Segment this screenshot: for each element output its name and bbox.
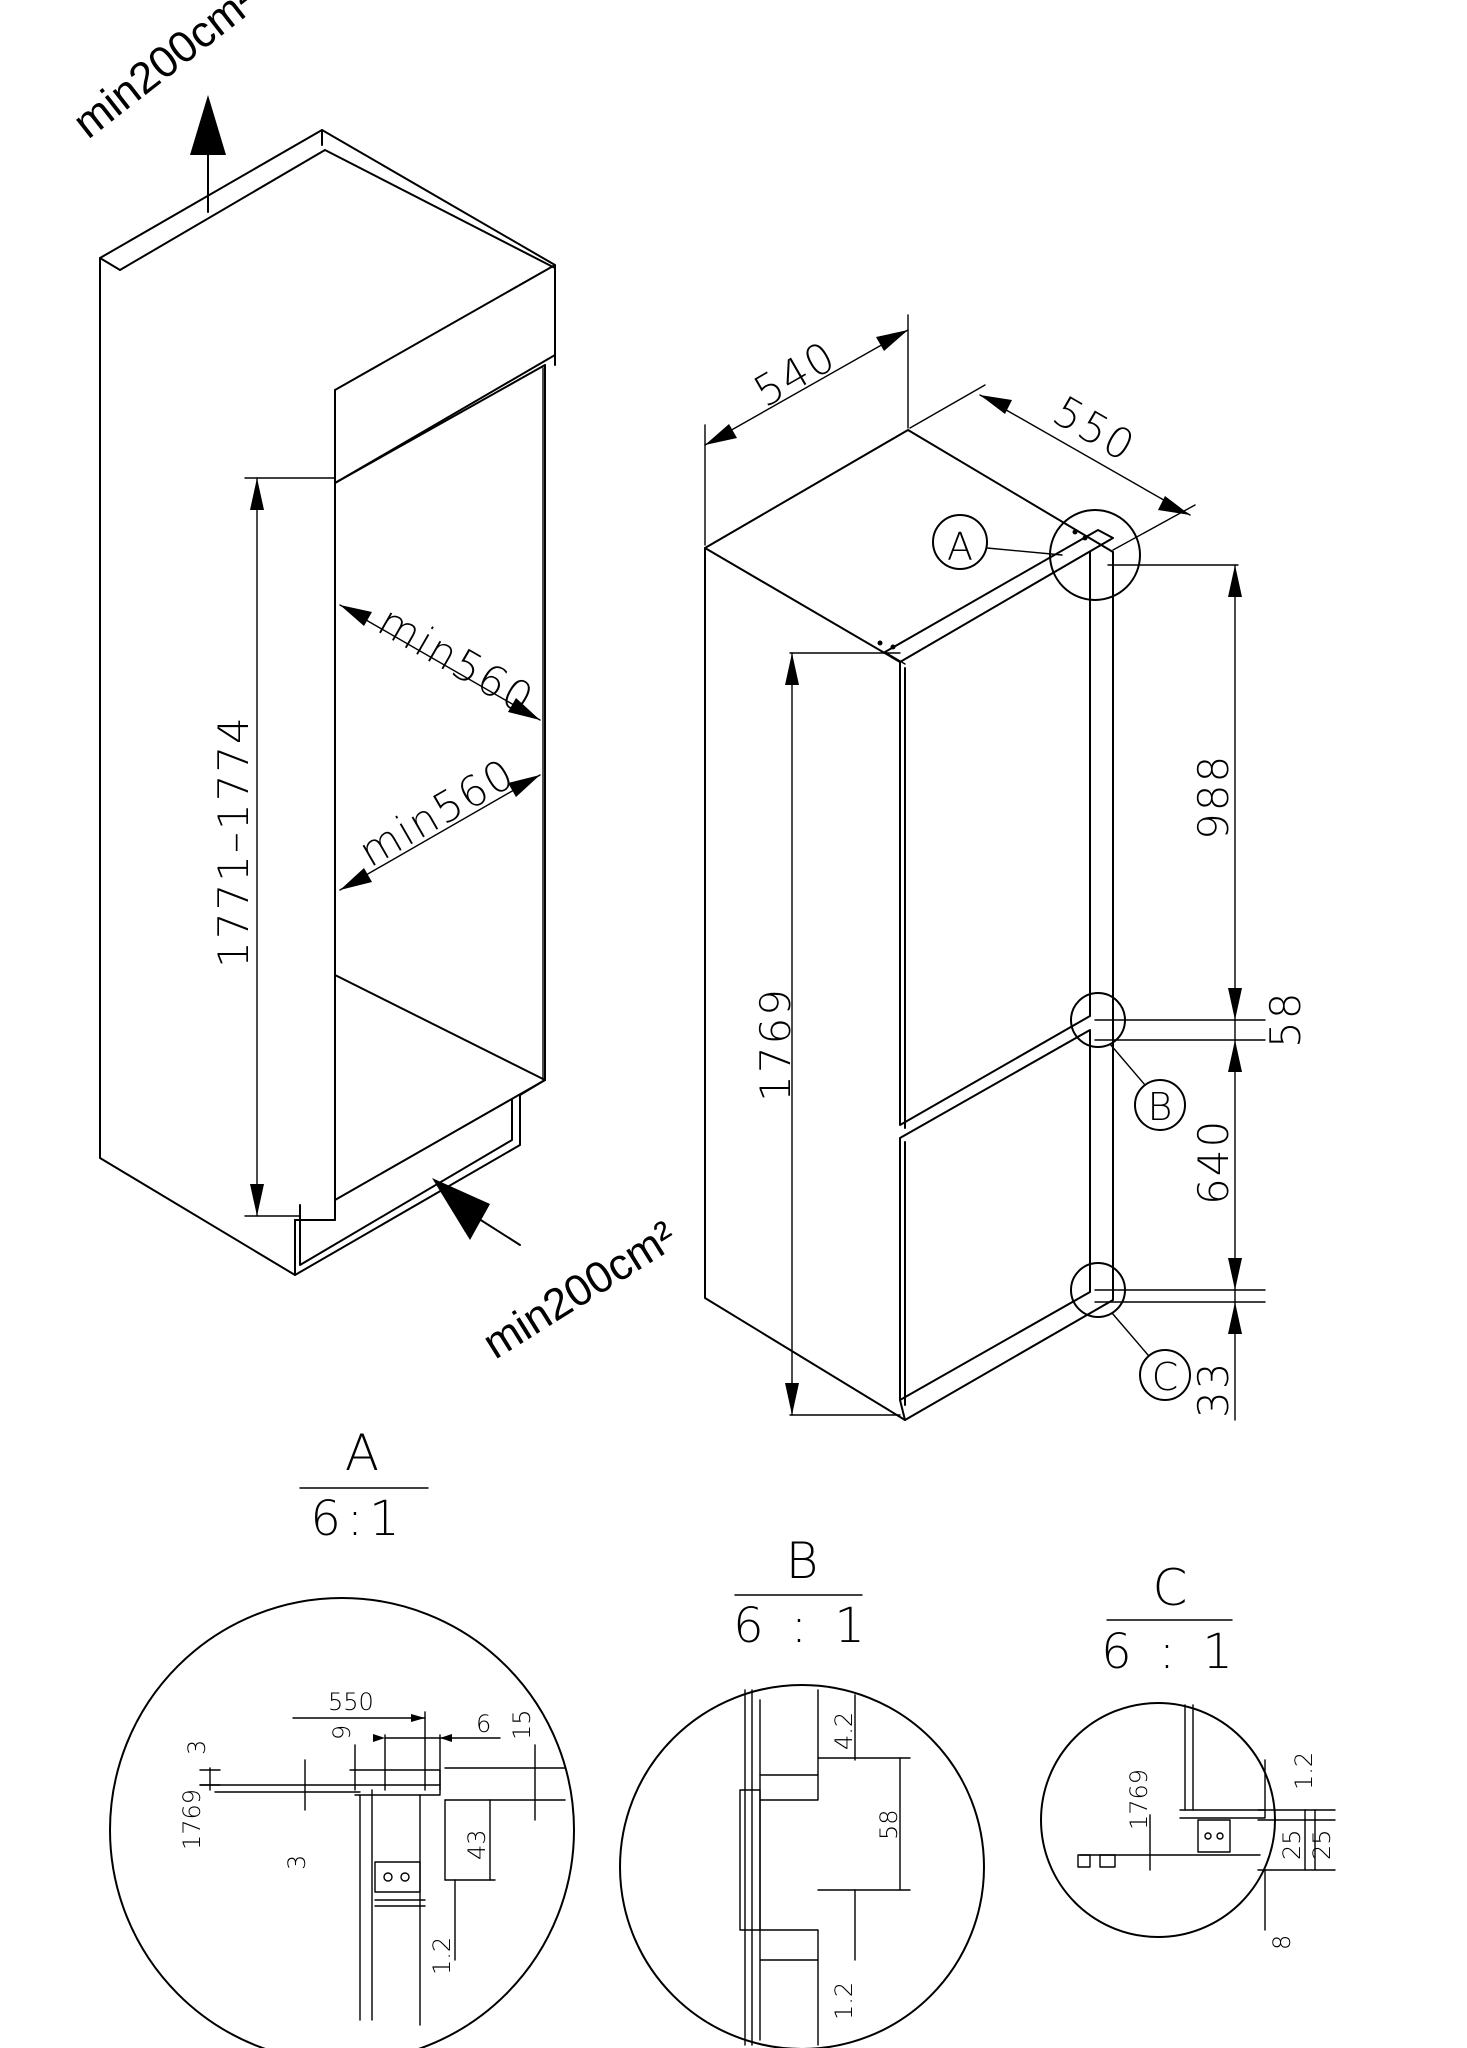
detail-c-scale: 6 : 1 (1101, 1624, 1239, 1680)
detail-b-dim-58: 58 (875, 1809, 903, 1840)
detail-a-dim-1.2: 1.2 (428, 1937, 456, 1975)
ventilation-bottom-arrow-icon (432, 1178, 521, 1246)
detail-c-dim-25b: 25 (1308, 1829, 1336, 1860)
appliance-width-dimension (704, 314, 909, 546)
niche-depth-dimension (339, 604, 541, 721)
appliance-height-dimension (785, 652, 901, 1416)
niche-height-label: 1771–1774 (209, 715, 258, 968)
detail-b-view (619, 1684, 985, 2048)
lower-door-label: 640 (1189, 1119, 1238, 1205)
callout-a-label: A (947, 525, 973, 569)
appliance-depth-label: 550 (1045, 386, 1144, 472)
detail-c-title: C (1153, 1559, 1188, 1617)
cabinet-niche (99, 129, 556, 1276)
appliance-depth-dimension (909, 384, 1196, 551)
bottom-gap-label: 33 (1189, 1361, 1238, 1418)
detail-a-dim-6: 6 (476, 1710, 491, 1738)
callout-c (1070, 1262, 1191, 1401)
detail-c-view (1040, 1702, 1336, 1938)
detail-a-view (109, 1597, 575, 2048)
niche-depth-label: min560 (370, 596, 543, 724)
detail-b-dim-1.2: 1.2 (830, 1982, 858, 2020)
door-dimensions (1094, 564, 1266, 1421)
niche-height-dimension (244, 477, 336, 1217)
detail-b-dim-4.2: 4.2 (830, 1712, 858, 1750)
detail-a-dim-15: 15 (508, 1709, 536, 1740)
callout-b (1070, 992, 1186, 1131)
detail-c-dim-1.2: 1.2 (1290, 1752, 1318, 1790)
detail-c-dim-1769: 1769 (1125, 1769, 1153, 1830)
detail-a-scale: 6:1 (310, 1491, 405, 1547)
detail-a-dim-1769: 1769 (178, 1789, 206, 1850)
door-gap-label: 58 (1261, 991, 1310, 1048)
detail-c-dim-8: 8 (1268, 1935, 1296, 1950)
appliance-width-label: 540 (746, 331, 845, 417)
detail-c-dim-25a: 25 (1278, 1829, 1306, 1860)
detail-b-title: B (786, 1532, 819, 1590)
callout-a (932, 509, 1141, 601)
callout-c-label: C (1152, 1355, 1179, 1399)
ventilation-top-arrow-icon (190, 95, 226, 213)
appliance-height-label: 1769 (751, 987, 800, 1102)
detail-a-dim-43: 43 (463, 1829, 491, 1860)
upper-door-label: 988 (1189, 754, 1238, 840)
niche-width-dimension (339, 774, 541, 891)
detail-a-dim-550: 550 (328, 1688, 374, 1716)
detail-a-title: A (345, 1424, 379, 1482)
detail-a-dim-3-bottom: 3 (283, 1855, 311, 1870)
detail-b-scale: 6 : 1 (733, 1598, 871, 1654)
detail-a-dim-9: 9 (328, 1725, 356, 1740)
callout-b-label: B (1148, 1085, 1173, 1129)
detail-a-dim-3-top: 3 (183, 1740, 211, 1755)
niche-width-label: min560 (351, 749, 524, 877)
appliance-body (704, 429, 1114, 1421)
vent-top-label: min200cm² (64, 0, 266, 148)
